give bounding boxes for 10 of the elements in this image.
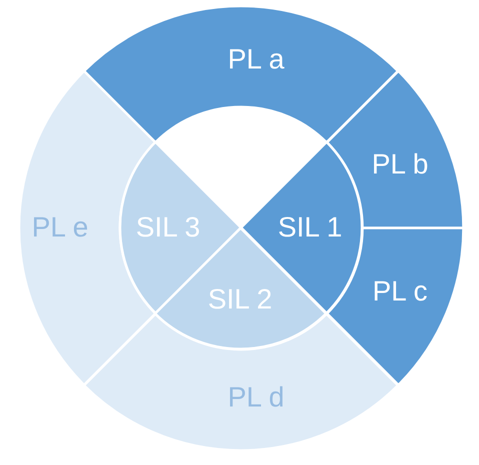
ring-segment (84, 6, 398, 142)
segment-label: PL a (228, 44, 284, 76)
ring-segment (84, 314, 398, 450)
segment-label: PL d (228, 382, 284, 414)
segment-label: SIL 2 (208, 284, 272, 316)
segment-label: PL c (372, 276, 428, 308)
segment-label: SIL 1 (278, 212, 342, 244)
segment-label: SIL 3 (136, 212, 200, 244)
segment-label: PL e (32, 212, 88, 244)
segment-label: PL b (372, 150, 428, 180)
